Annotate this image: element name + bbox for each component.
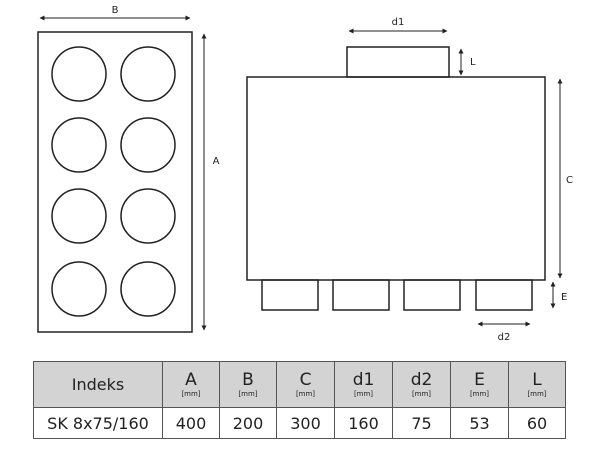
- header-unit: [mm]: [411, 389, 432, 398]
- header-b: B [mm]: [219, 361, 277, 408]
- technical-drawing: B A d1 L C E d2: [37, 5, 573, 343]
- outlet-circle: [120, 46, 176, 102]
- header-name: d2: [410, 369, 433, 390]
- top-spigot: [346, 46, 450, 78]
- bottom-outlet: [403, 279, 461, 311]
- header-unit: [mm]: [353, 389, 374, 398]
- dimension-label-e: E: [561, 292, 567, 303]
- header-a: A [mm]: [162, 361, 220, 408]
- header-l: L [mm]: [508, 361, 566, 408]
- header-name: C: [299, 369, 312, 390]
- header-unit: [mm]: [295, 389, 316, 398]
- bottom-outlet: [332, 279, 390, 311]
- cell-l: 60: [508, 407, 566, 439]
- header-unit: [mm]: [238, 389, 258, 398]
- dimension-label-d1: d1: [392, 17, 405, 28]
- header-d2: d2 [mm]: [392, 361, 451, 408]
- side-view: d1 L C E d2: [246, 17, 573, 343]
- spec-table: Indeks A [mm] B [mm] C [mm] d1 [mm] d2 […: [33, 361, 566, 439]
- bottom-outlet: [261, 279, 319, 311]
- header-name: L: [532, 369, 542, 390]
- outlet-circle: [120, 261, 176, 317]
- front-plate: [37, 31, 193, 333]
- dimension-label-l: L: [470, 57, 476, 68]
- header-unit: [mm]: [527, 389, 547, 398]
- table-row: SK 8x75/160 400 200 300 160 75 53 60: [33, 407, 566, 439]
- header-indeks: Indeks: [33, 361, 163, 408]
- dimension-label-d2: d2: [498, 332, 511, 343]
- outlet-circle: [51, 117, 107, 173]
- header-e: E [mm]: [450, 361, 509, 408]
- table-header-row: Indeks A [mm] B [mm] C [mm] d1 [mm] d2 […: [33, 361, 566, 408]
- bottom-outlet: [475, 279, 533, 311]
- cell-indeks: SK 8x75/160: [33, 407, 163, 439]
- front-view: B A: [37, 5, 220, 333]
- outlet-circle: [120, 188, 176, 244]
- dimension-label-c: C: [566, 175, 573, 186]
- header-unit: [mm]: [181, 389, 201, 398]
- header-name: d1: [352, 369, 375, 390]
- header-c: C [mm]: [276, 361, 335, 408]
- outlet-circle: [51, 46, 107, 102]
- cell-c: 300: [276, 407, 335, 439]
- dimension-label-a: A: [213, 156, 220, 167]
- header-unit: [mm]: [469, 389, 490, 398]
- outlet-circle: [51, 188, 107, 244]
- outlet-circle: [120, 117, 176, 173]
- header-d1: d1 [mm]: [334, 361, 393, 408]
- outlet-circle: [51, 261, 107, 317]
- header-name: B: [242, 369, 254, 390]
- header-name: E: [474, 369, 485, 390]
- plenum-box: [246, 76, 546, 281]
- cell-d2: 75: [392, 407, 451, 439]
- cell-d1: 160: [334, 407, 393, 439]
- cell-e: 53: [450, 407, 509, 439]
- cell-b: 200: [219, 407, 277, 439]
- dimension-label-b: B: [112, 5, 119, 16]
- cell-a: 400: [162, 407, 220, 439]
- header-name: A: [185, 369, 197, 390]
